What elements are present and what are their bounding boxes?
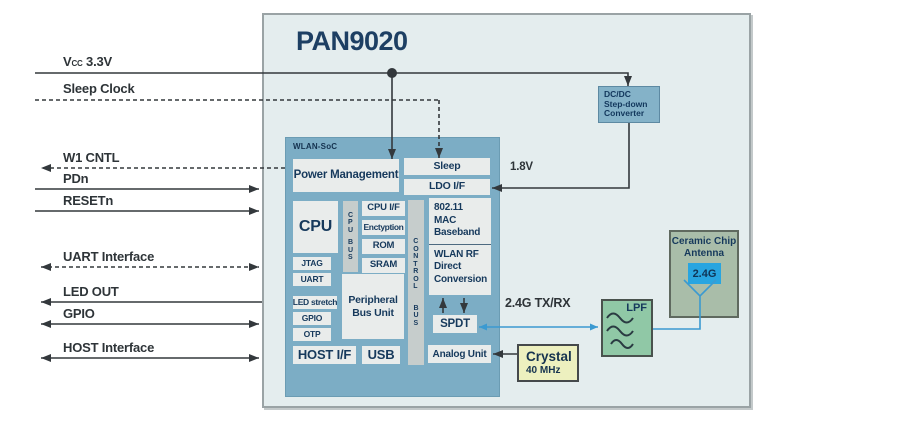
- sram-block: SRAM: [362, 258, 405, 273]
- lpf-label: LPF: [626, 302, 647, 314]
- uart-block: UART: [293, 273, 331, 286]
- signal-label-host-interface: HOST Interface: [63, 340, 155, 355]
- crystal-frequency: 40 MHz: [526, 365, 561, 376]
- control-bus-strip: C O N T R O L B U S: [408, 200, 424, 365]
- crystal-name: Crystal: [526, 349, 572, 364]
- gpio-block: GPIO: [293, 312, 331, 325]
- signal-label-uart-interface: UART Interface: [63, 249, 155, 264]
- led-stretch-block: LED stretch: [293, 296, 338, 309]
- cpu-block: CPU: [293, 201, 338, 253]
- otp-block: OTP: [293, 328, 331, 341]
- wlan-rf-section: WLAN RF Direct Conversion: [434, 248, 488, 285]
- lpf-block: LPF: [601, 299, 653, 357]
- module-title: PAN9020: [296, 26, 408, 56]
- crystal-block: Crystal 40 MHz: [517, 344, 579, 382]
- jtag-block: JTAG: [293, 257, 331, 270]
- signal-label-vcc: VCC 3.3V: [63, 54, 112, 69]
- rom-block: ROM: [362, 239, 405, 254]
- power-management-block: Power Management: [293, 159, 399, 192]
- signal-label-sleep-clock: Sleep Clock: [63, 81, 135, 96]
- control-bus-top-label: C O N T R O L: [413, 238, 419, 290]
- host-if-block: HOST I/F: [293, 346, 356, 364]
- signal-label-pdn: PDn: [63, 171, 89, 186]
- wlan-soc-label: WLAN-SoC: [293, 142, 338, 151]
- mac-baseband-section: 802.11 MAC Baseband: [429, 198, 491, 245]
- peripheral-bus-unit-block: Peripheral Bus Unit: [342, 274, 404, 339]
- cpu-if-block: CPU I/F: [362, 201, 405, 216]
- ldo-if-block: LDO I/F: [404, 179, 490, 195]
- label-1v8: 1.8V: [510, 161, 533, 173]
- signal-label-w1-cntl: W1 CNTL: [63, 150, 120, 165]
- cpu-bus-bottom-label: B U S: [347, 239, 354, 261]
- label-24g-txrx: 2.4G TX/RX: [505, 296, 571, 310]
- signal-label-resetn: RESETn: [63, 193, 114, 208]
- baseband-rf-block: 802.11 MAC Baseband WLAN RF Direct Conve…: [429, 198, 491, 295]
- antenna-band-badge: 2.4G: [688, 263, 721, 284]
- dcdc-converter-block: DC/DC Step-down Converter: [598, 86, 660, 123]
- control-bus-bottom-label: B U S: [413, 304, 419, 327]
- spdt-block: SPDT: [433, 315, 477, 333]
- analog-unit-block: Analog Unit: [428, 345, 491, 363]
- signal-label-led-out: LED OUT: [63, 284, 119, 299]
- sleep-block: Sleep: [404, 158, 490, 175]
- encryption-block: Enctyption: [362, 220, 405, 235]
- cpu-bus-strip: C P U B U S: [343, 201, 358, 272]
- signal-label-gpio: GPIO: [63, 306, 95, 321]
- usb-block: USB: [362, 346, 400, 364]
- cpu-bus-top-label: C P U: [347, 211, 354, 234]
